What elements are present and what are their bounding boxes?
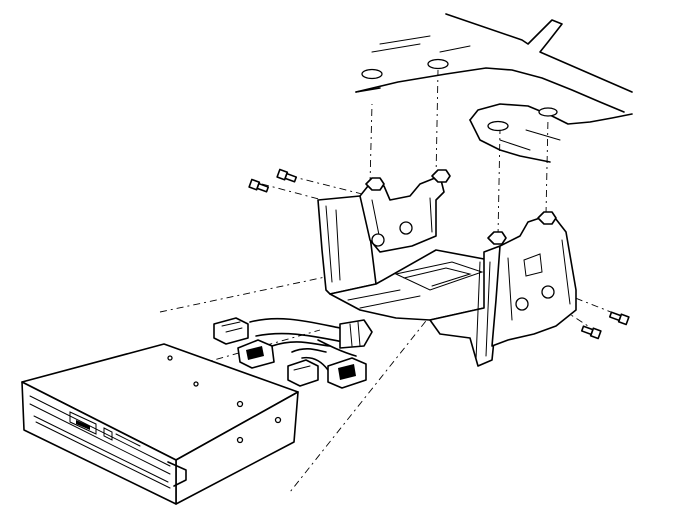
mounting-screws <box>248 168 630 340</box>
bracket-hole-icon <box>371 233 385 247</box>
panel-hole-icon <box>427 58 449 70</box>
panel-hole-icon <box>538 107 558 117</box>
dashboard-panel <box>355 13 633 163</box>
screw-icon <box>248 178 270 193</box>
display-window-icon <box>69 411 97 435</box>
bracket-nut-icon <box>365 169 557 245</box>
panel-hole-icon <box>361 68 383 80</box>
bracket-hole-icon <box>541 285 555 299</box>
screw-icon <box>608 311 630 326</box>
bracket-hole-icon <box>399 221 413 235</box>
connector-plug-icon <box>237 339 275 369</box>
connector-plug-icon <box>213 317 249 345</box>
connector-plug-icon <box>327 357 367 389</box>
head-unit <box>21 343 299 505</box>
bracket-hole-icon <box>515 297 529 311</box>
panel-hole-icon <box>487 120 509 132</box>
round-plug-icon <box>339 319 373 349</box>
connector-plug-icon <box>287 359 319 387</box>
screw-icon <box>580 325 602 340</box>
mounting-bracket <box>317 169 577 367</box>
wiring-connectors <box>213 317 373 389</box>
screw-icon <box>276 168 298 183</box>
